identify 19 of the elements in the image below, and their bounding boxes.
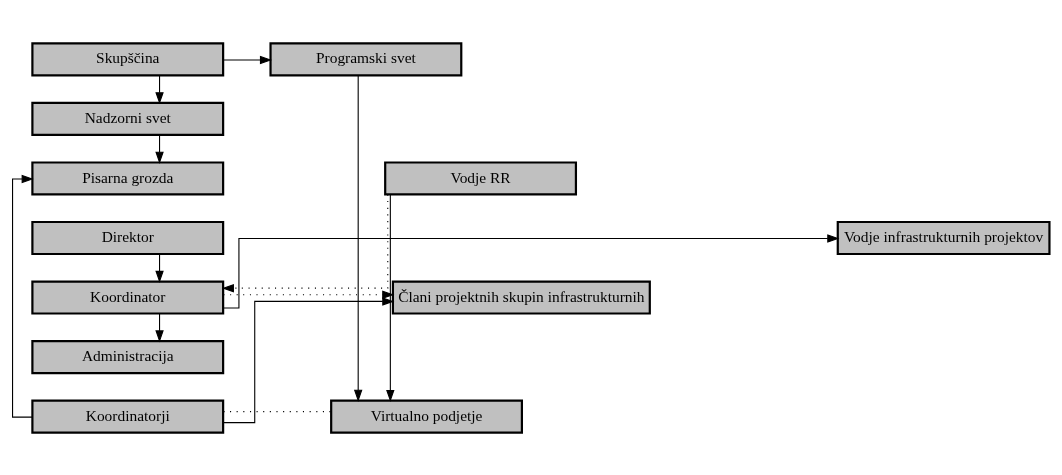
node-box: Pisarna grozda — [31, 160, 225, 196]
arrow — [12, 174, 34, 418]
node-box: Direktor — [31, 220, 225, 255]
arrow — [353, 74, 363, 402]
arrow — [386, 193, 395, 402]
arrow — [222, 55, 273, 64]
node-box: Vodje RR — [384, 160, 578, 196]
node-box: Vodje infrastrukturnih projektov — [836, 220, 1051, 255]
node-box: Nadzorni svet — [31, 101, 225, 136]
node-box: Administracija — [31, 339, 225, 374]
node-box: Virtualno podjetje — [330, 399, 523, 434]
node-box: Koordinator — [31, 279, 225, 315]
arrow — [221, 193, 389, 292]
arrow — [222, 296, 395, 423]
node-box: Skupščina — [31, 41, 225, 76]
arrow — [222, 233, 840, 309]
node-box: Programski svet — [269, 41, 463, 76]
node-box: Člani projektnih skupin infrastrukturnih — [391, 279, 651, 315]
node-box: Koordinatorji — [31, 399, 225, 434]
